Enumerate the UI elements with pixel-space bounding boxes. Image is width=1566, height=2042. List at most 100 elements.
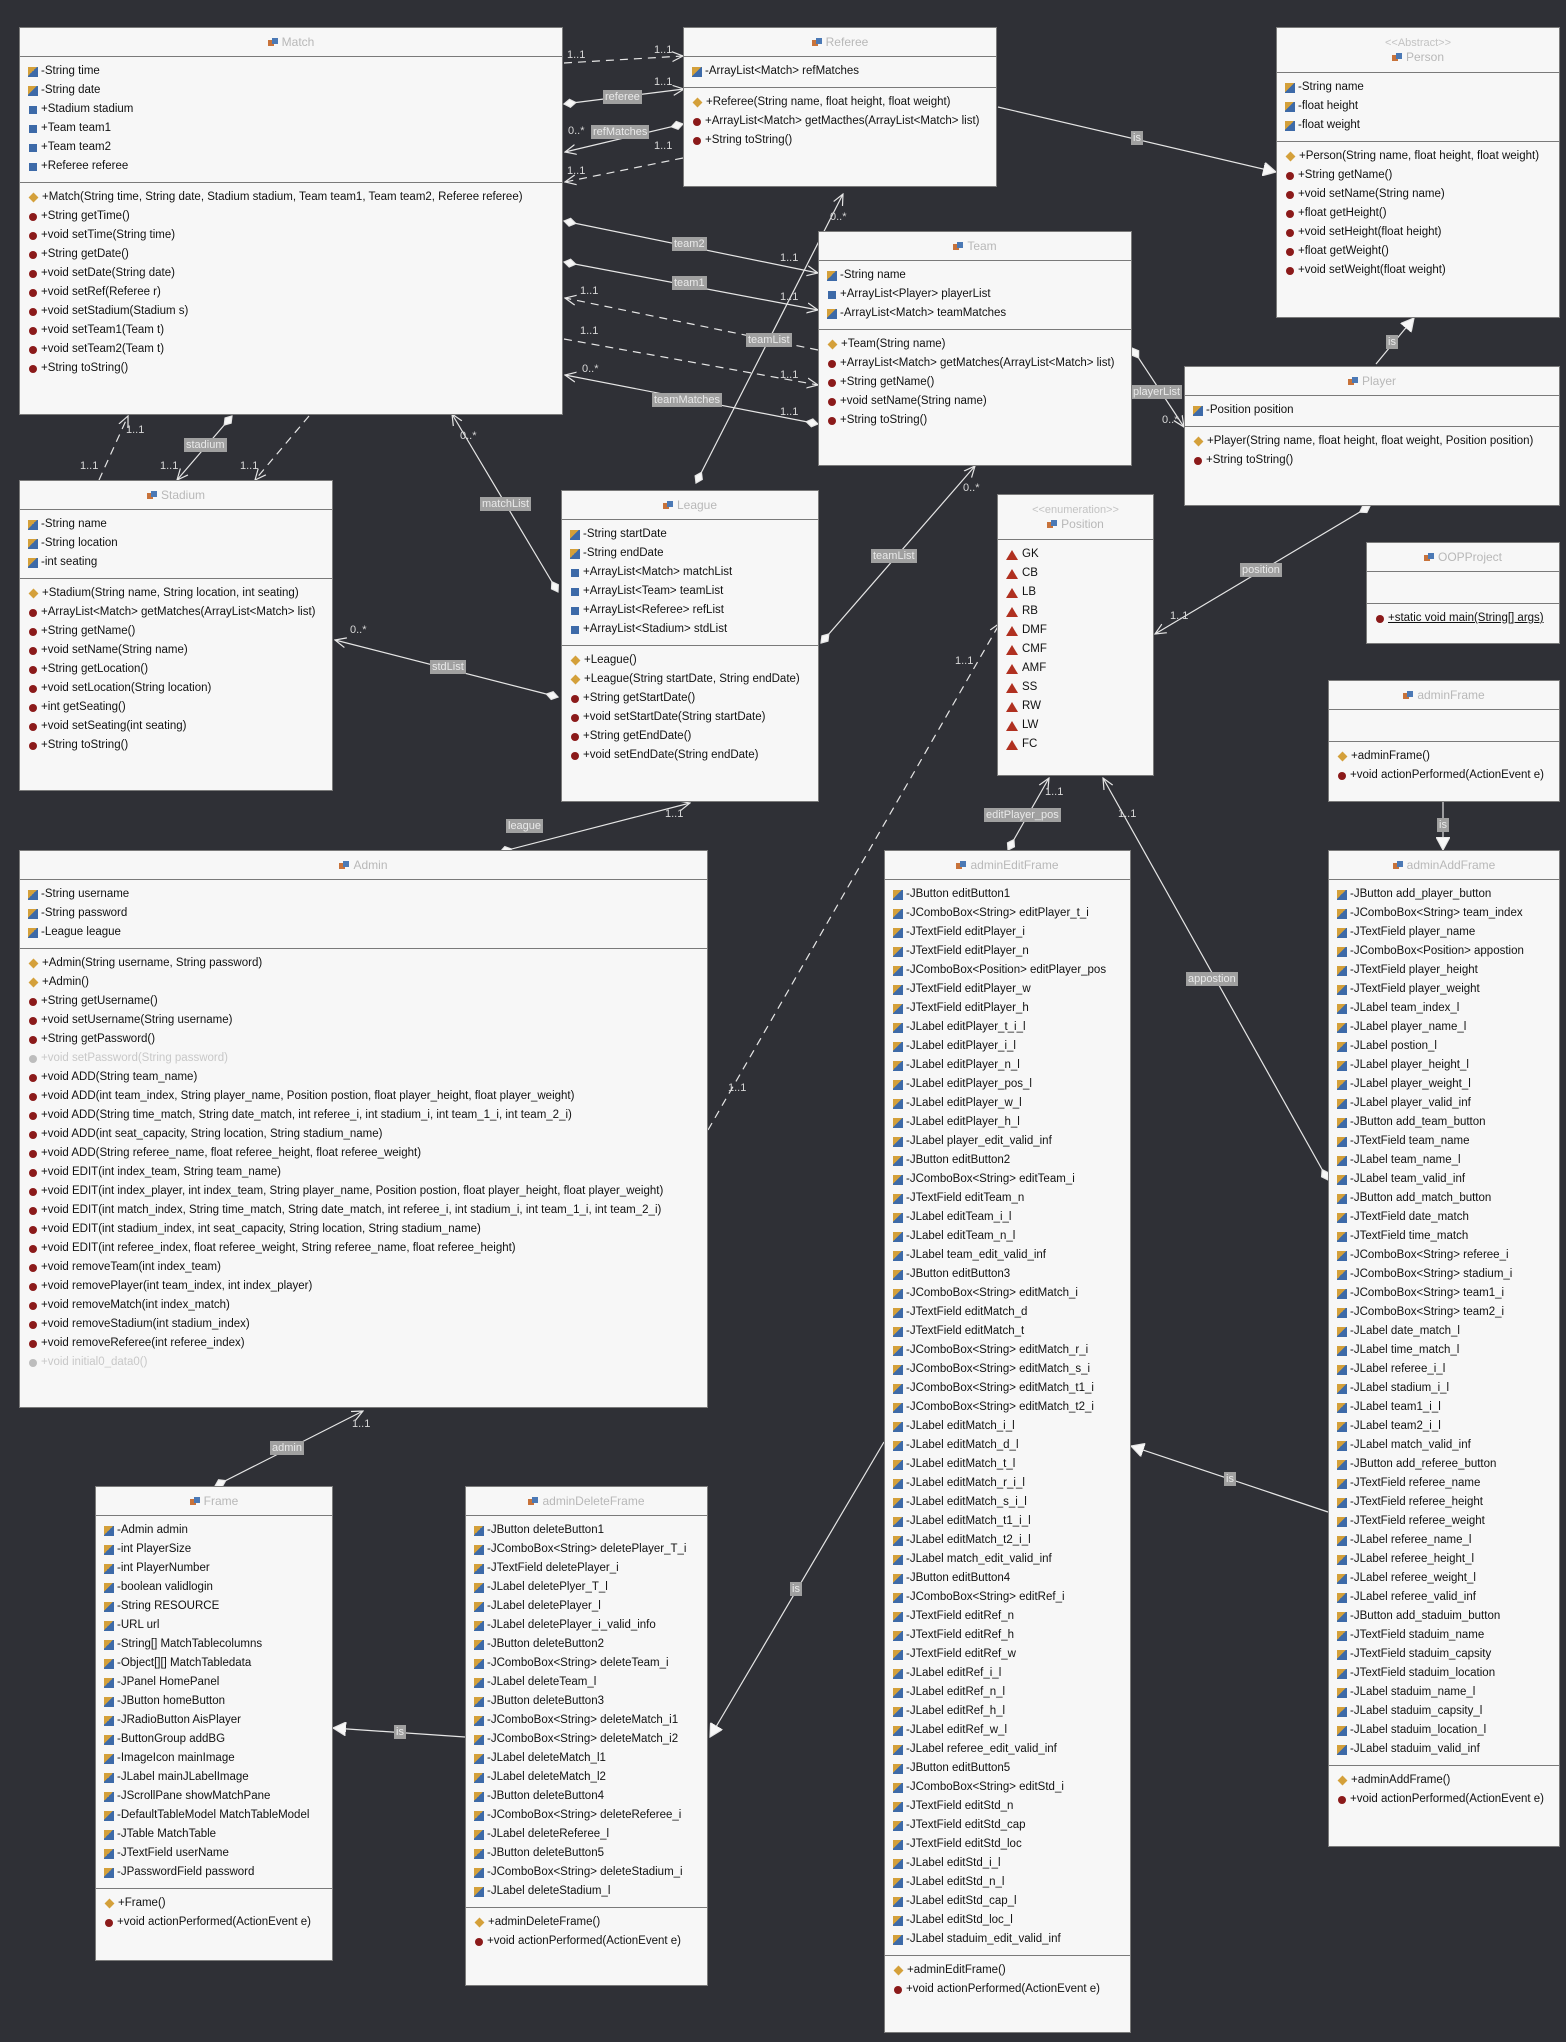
method-row[interactable]: +ArrayList<Match> getMatches(ArrayList<M… [819,354,1131,373]
attribute-row[interactable]: -JLabel editMatch_t2_i_l [885,1531,1130,1550]
attribute-row[interactable]: -JButton deleteButton1 [466,1521,707,1540]
attribute-row[interactable]: -JLabel editTeam_i_l [885,1208,1130,1227]
class-league[interactable]: League-String startDate-String endDate+A… [561,490,819,802]
method-row[interactable]: +void ADD(int team_index, String player_… [20,1087,707,1106]
attribute-row[interactable]: -JButton add_player_button [1329,885,1559,904]
attribute-row[interactable]: -JButton deleteButton3 [466,1692,707,1711]
attribute-row[interactable]: -JLabel deleteMatch_l2 [466,1768,707,1787]
attribute-row[interactable]: -JTextField userName [96,1844,332,1863]
method-row[interactable]: +void setStartDate(String startDate) [562,708,818,727]
attribute-row[interactable]: -JLabel referee_valid_inf [1329,1588,1559,1607]
attribute-row[interactable]: -JLabel deletePlayer_i_valid_info [466,1616,707,1635]
attribute-row[interactable]: -JTextField player_name [1329,923,1559,942]
method-row[interactable]: +void removePlayer(int team_index, int i… [20,1277,707,1296]
method-row[interactable]: +void EDIT(int match_index, String time_… [20,1201,707,1220]
method-row[interactable]: +void setDate(String date) [20,264,562,283]
method-row[interactable]: +void actionPerformed(ActionEvent e) [96,1913,332,1932]
attribute-row[interactable]: -JLabel editMatch_s_i_l [885,1493,1130,1512]
class-person[interactable]: <<Abstract>>Person-String name-float hei… [1276,27,1560,318]
attribute-row[interactable]: -JScrollPane showMatchPane [96,1787,332,1806]
attribute-row[interactable]: -Position position [1185,401,1559,420]
attribute-row[interactable]: -JLabel editPlayer_w_l [885,1094,1130,1113]
method-row[interactable]: +String toString() [20,359,562,378]
method-row[interactable]: +void ADD(String team_name) [20,1068,707,1087]
attribute-row[interactable]: -JButton deleteButton5 [466,1844,707,1863]
attribute-row[interactable]: +Stadium stadium [20,100,562,119]
method-row[interactable]: +void actionPerformed(ActionEvent e) [1329,766,1559,785]
method-row[interactable]: +float getHeight() [1277,204,1559,223]
enum-value[interactable]: GK [998,545,1153,564]
attribute-row[interactable]: -JTextField date_match [1329,1208,1559,1227]
attribute-row[interactable]: -JLabel editRef_n_l [885,1683,1130,1702]
attribute-row[interactable]: -ImageIcon mainImage [96,1749,332,1768]
method-row[interactable]: +String toString() [819,411,1131,430]
method-row[interactable]: +void removeMatch(int index_match) [20,1296,707,1315]
attribute-row[interactable]: -JTextField editPlayer_h [885,999,1130,1018]
attribute-row[interactable]: -String time [20,62,562,81]
attribute-row[interactable]: +ArrayList<Match> matchList [562,563,818,582]
attribute-row[interactable]: -JTextField editRef_h [885,1626,1130,1645]
attribute-row[interactable]: -JLabel editMatch_d_l [885,1436,1130,1455]
attribute-row[interactable]: -JComboBox<String> editRef_i [885,1588,1130,1607]
attribute-row[interactable]: -JLabel team_name_l [1329,1151,1559,1170]
method-row[interactable]: +void setLocation(String location) [20,679,332,698]
attribute-row[interactable]: -JComboBox<String> deleteStadium_i [466,1863,707,1882]
attribute-row[interactable]: +ArrayList<Referee> refList [562,601,818,620]
attribute-row[interactable]: -String name [20,515,332,534]
attribute-row[interactable]: -ArrayList<Match> refMatches [684,62,996,81]
attribute-row[interactable]: -JComboBox<String> stadium_i [1329,1265,1559,1284]
method-row[interactable]: +Team(String name) [819,335,1131,354]
attribute-row[interactable]: -JLabel editRef_w_l [885,1721,1130,1740]
method-row[interactable]: +String getEndDate() [562,727,818,746]
attribute-row[interactable]: -JButton add_team_button [1329,1113,1559,1132]
method-row[interactable]: +void setStadium(Stadium s) [20,302,562,321]
attribute-row[interactable]: -JLabel staduim_capsity_l [1329,1702,1559,1721]
attribute-row[interactable]: -JLabel editRef_i_l [885,1664,1130,1683]
class-team[interactable]: Team-String name+ArrayList<Player> playe… [818,231,1132,466]
attribute-row[interactable]: -String endDate [562,544,818,563]
attribute-row[interactable]: -JLabel editRef_h_l [885,1702,1130,1721]
method-row[interactable]: +void removeReferee(int referee_index) [20,1334,707,1353]
method-row[interactable]: +void EDIT(int referee_index, float refe… [20,1239,707,1258]
attribute-row[interactable]: -JComboBox<Position> appostion [1329,942,1559,961]
attribute-row[interactable]: -JTextField referee_weight [1329,1512,1559,1531]
class-oopproject[interactable]: OOPProject+static void main(String[] arg… [1366,542,1560,644]
attribute-row[interactable]: -float height [1277,97,1559,116]
attribute-row[interactable]: +ArrayList<Team> teamList [562,582,818,601]
method-row[interactable]: +Admin() [20,973,707,992]
attribute-row[interactable]: -JTextField editRef_n [885,1607,1130,1626]
attribute-row[interactable]: -JLabel editMatch_i_l [885,1417,1130,1436]
method-row[interactable]: +void setUsername(String username) [20,1011,707,1030]
attribute-row[interactable]: -boolean validlogin [96,1578,332,1597]
method-row[interactable]: +adminAddFrame() [1329,1771,1559,1790]
enum-value[interactable]: LW [998,716,1153,735]
class-admineditframe[interactable]: adminEditFrame-JButton editButton1-JComb… [884,850,1131,2033]
attribute-row[interactable]: -JTextField player_height [1329,961,1559,980]
method-row[interactable]: +void setSeating(int seating) [20,717,332,736]
method-row[interactable]: +ArrayList<Match> getMacthes(ArrayList<M… [684,112,996,131]
attribute-row[interactable]: -String[] MatchTablecolumns [96,1635,332,1654]
attribute-row[interactable]: +ArrayList<Stadium> stdList [562,620,818,639]
method-row[interactable]: +adminEditFrame() [885,1961,1130,1980]
attribute-row[interactable]: -JLabel editStd_cap_l [885,1892,1130,1911]
attribute-row[interactable]: -JLabel deleteStadium_l [466,1882,707,1901]
method-row[interactable]: +adminFrame() [1329,747,1559,766]
attribute-row[interactable]: -JLabel deletePlyer_T_l [466,1578,707,1597]
attribute-row[interactable]: -JLabel player_name_l [1329,1018,1559,1037]
method-row[interactable]: +String getUsername() [20,992,707,1011]
attribute-row[interactable]: -JComboBox<String> editMatch_r_i [885,1341,1130,1360]
method-row[interactable]: +Referee(String name, float height, floa… [684,93,996,112]
attribute-row[interactable]: -String username [20,885,707,904]
attribute-row[interactable]: -JTextField editMatch_t [885,1322,1130,1341]
attribute-row[interactable]: +Team team1 [20,119,562,138]
attribute-row[interactable]: -JComboBox<String> team1_i [1329,1284,1559,1303]
enum-value[interactable]: CB [998,564,1153,583]
attribute-row[interactable]: -JComboBox<String> deletePlayer_T_i [466,1540,707,1559]
attribute-row[interactable]: -JLabel editStd_i_l [885,1854,1130,1873]
enum-value[interactable]: AMF [998,659,1153,678]
attribute-row[interactable]: -JTextField player_weight [1329,980,1559,999]
method-row[interactable]: +String toString() [1185,451,1559,470]
method-row[interactable]: +static void main(String[] args) [1367,609,1559,628]
method-row[interactable]: +String toString() [684,131,996,150]
method-row[interactable]: +void setName(String name) [1277,185,1559,204]
